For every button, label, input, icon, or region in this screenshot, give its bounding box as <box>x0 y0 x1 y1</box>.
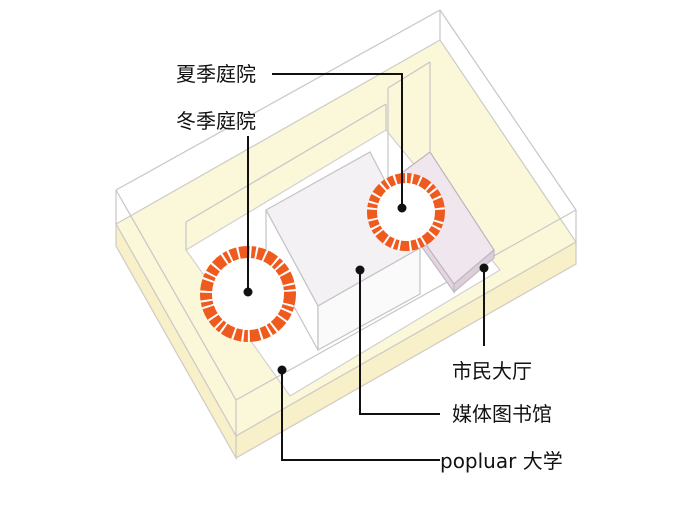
leader-dot <box>479 263 489 273</box>
label-winter-courtyard: 冬季庭院 <box>176 109 256 133</box>
summer-courtyard-marker <box>367 173 445 251</box>
label-popular-university: popluar 大学 <box>440 449 563 473</box>
leader-summer-courtyard <box>272 73 407 213</box>
leader-popular-university <box>277 365 440 461</box>
summer-courtyard-ring <box>367 173 445 251</box>
site-right-face <box>235 240 577 460</box>
leader-civic-hall <box>479 263 489 346</box>
label-civic-hall: 市民大厅 <box>452 359 532 383</box>
leader-dot <box>355 265 365 275</box>
label-media-library: 媒体图书馆 <box>452 402 552 426</box>
library-right-face <box>317 246 421 352</box>
label-summer-courtyard: 夏季庭院 <box>176 62 256 86</box>
leader-media-library <box>355 265 440 415</box>
hall-right-face <box>453 248 495 294</box>
leader-dot <box>243 287 253 297</box>
leader-winter-courtyard <box>243 136 253 297</box>
massing-wireframe <box>115 9 577 436</box>
leader-dot <box>397 203 407 213</box>
leader-dot <box>277 365 287 375</box>
